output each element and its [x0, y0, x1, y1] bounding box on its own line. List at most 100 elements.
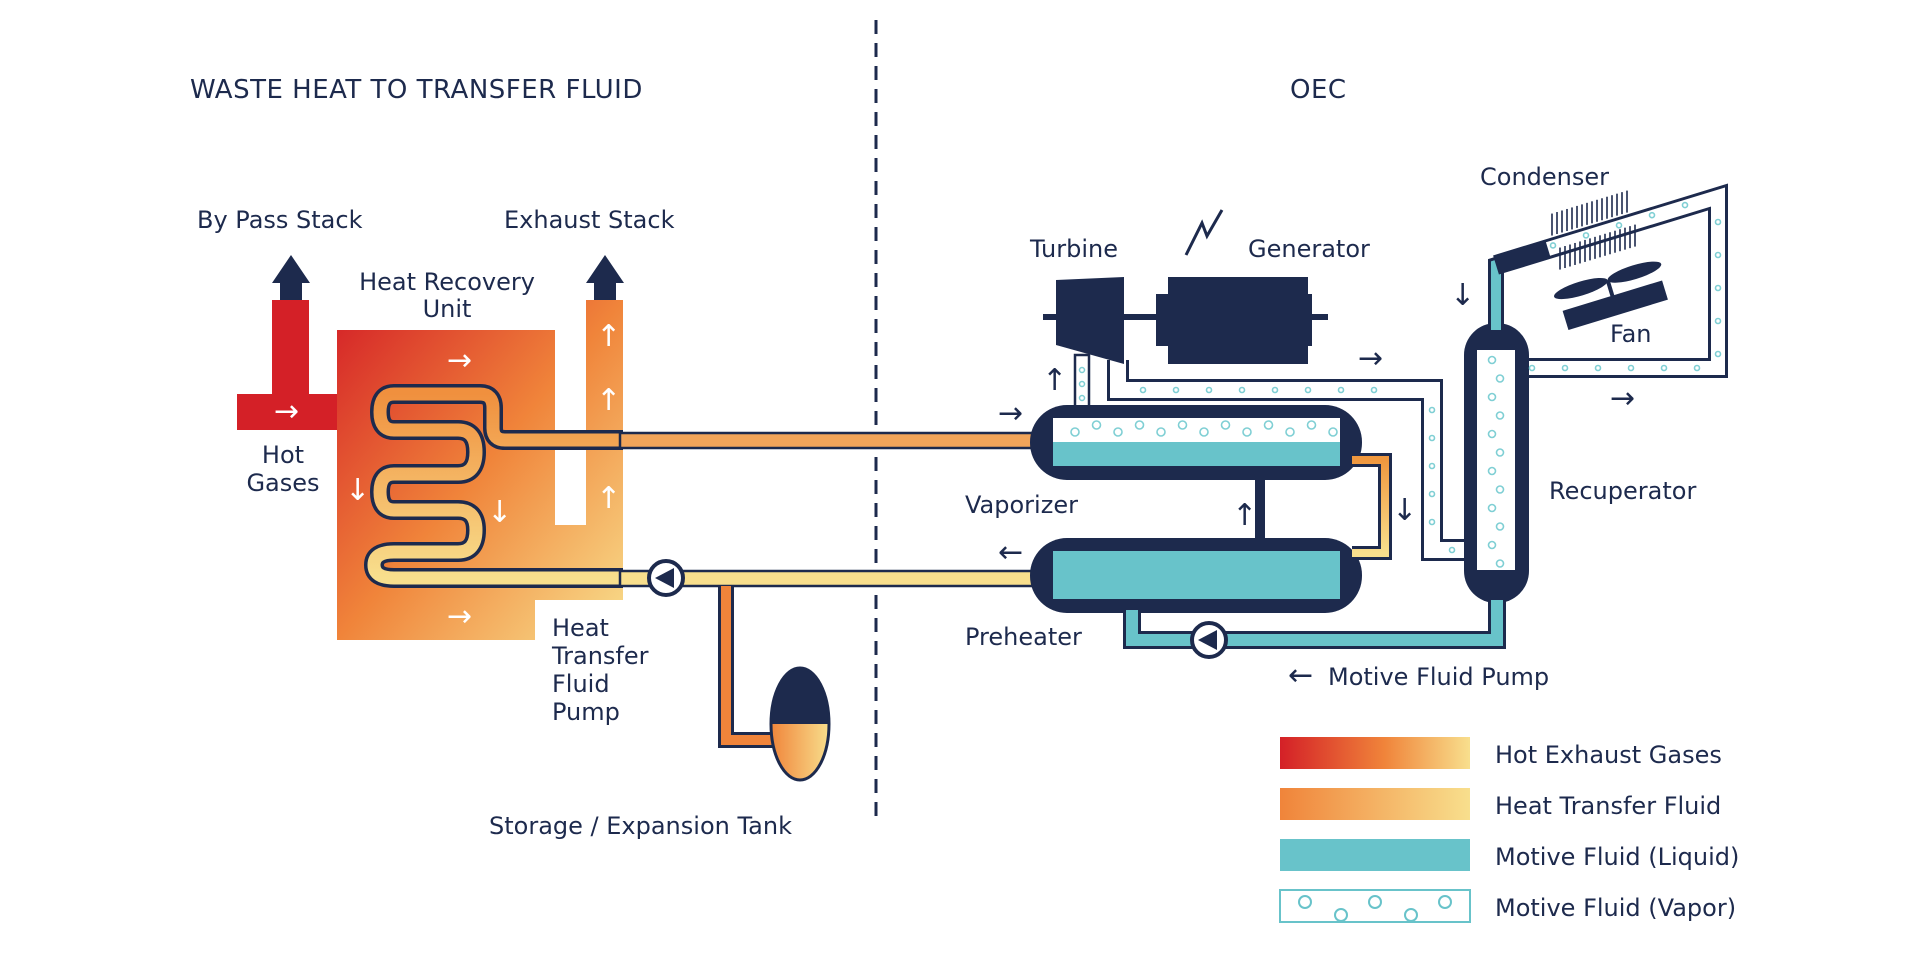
htf-vessel-loop	[1352, 456, 1389, 557]
flow-arrow-up-icon: ↑	[596, 319, 621, 354]
vapor-bubble	[1714, 284, 1722, 292]
vapor-bubble	[1495, 485, 1505, 494]
flow-arrow-right-icon: →	[1610, 381, 1635, 416]
legend-label: Motive Fluid (Vapor)	[1495, 894, 1736, 922]
label-storage-tank: Storage / Expansion Tank	[489, 812, 792, 840]
vapor-line-to-turbine	[1073, 353, 1091, 417]
flow-arrow-down-icon: ↓	[1392, 493, 1417, 528]
label-generator: Generator	[1248, 235, 1370, 263]
electricity-icon	[1184, 209, 1224, 256]
htf-pump-icon[interactable]	[647, 559, 685, 597]
vapor-bubble	[1134, 420, 1145, 430]
vapor-bubbles	[1487, 355, 1505, 568]
fan-icon	[1554, 261, 1668, 330]
flow-arrow-up-icon: ↑	[596, 481, 621, 516]
vapor-bubble	[1328, 427, 1338, 437]
flow-arrow-right-icon: →	[1358, 341, 1383, 376]
label-htf-pump: Fluid	[552, 670, 610, 698]
vapor-bubble	[1714, 218, 1722, 226]
flow-arrow-up-icon: ↑	[1042, 363, 1067, 398]
vapor-bubble	[1495, 374, 1505, 383]
label-heat-recovery-unit: Heat Recovery	[359, 268, 535, 296]
vapor-bubble	[1428, 490, 1436, 498]
vapor-bubble	[1285, 427, 1295, 437]
label-preheater: Preheater	[965, 623, 1082, 651]
vapor-bubbles	[1139, 386, 1456, 554]
vapor-bubbles	[1528, 201, 1722, 372]
label-motive-fluid-pump: Motive Fluid Pump	[1328, 663, 1549, 691]
legend-swatch-htf	[1280, 788, 1470, 820]
flow-arrow-right-icon: →	[447, 343, 472, 378]
flow-arrow-left-icon: ←	[998, 535, 1023, 570]
legend: Hot Exhaust Gases Heat Transfer Fluid Mo…	[1279, 737, 1739, 923]
vapor-bubble	[1238, 386, 1246, 394]
condenser-fins	[1551, 190, 1636, 270]
vapor-bubble	[1271, 386, 1279, 394]
motive-liquid-line	[1126, 600, 1503, 646]
bypass-stack-arrow-icon	[272, 255, 310, 300]
vapor-bubble	[1495, 411, 1505, 420]
vapor-bubble	[1428, 434, 1436, 442]
flow-arrow-down-icon: ↓	[1450, 278, 1475, 313]
flow-arrow-right-icon: →	[447, 599, 472, 634]
vapor-bubble	[1306, 420, 1317, 430]
header-waste-heat: WASTE HEAT TO TRANSFER FLUID	[190, 75, 643, 105]
label-hot-gases: Gases	[246, 469, 319, 497]
flow-arrow-up-icon: ↑	[596, 383, 621, 418]
flow-arrow-down-icon: ↓	[345, 473, 370, 508]
vapor-bubble	[1487, 392, 1497, 402]
vapor-bubble	[1113, 427, 1123, 437]
motive-fluid-pump-icon[interactable]	[1190, 621, 1228, 659]
vapor-bubble	[1172, 386, 1180, 394]
vapor-bubbles	[1070, 420, 1338, 437]
vapor-bubble	[1681, 201, 1689, 209]
htf-supply-pipe	[618, 431, 1037, 450]
vapor-bubble	[1139, 386, 1147, 394]
vapor-bubble	[1627, 364, 1635, 372]
vapor-bubble	[1495, 522, 1505, 531]
vapor-line-turbine-to-recuperator	[1110, 360, 1470, 558]
generator	[1156, 277, 1328, 364]
vapor-bubble	[1714, 251, 1722, 259]
legend-swatch-liquid	[1280, 839, 1470, 871]
vapor-bubble	[1495, 559, 1505, 568]
vapor-bubble	[1714, 350, 1722, 358]
vapor-bubble	[1561, 364, 1569, 372]
vapor-bubble	[1199, 427, 1209, 437]
label-turbine: Turbine	[1029, 235, 1118, 263]
vapor-bubble	[1582, 232, 1590, 239]
label-condenser: Condenser	[1480, 163, 1609, 191]
vapor-bubble	[1487, 466, 1497, 476]
legend-item: Heat Transfer Fluid	[1280, 788, 1721, 820]
label-exhaust-stack: Exhaust Stack	[504, 206, 675, 234]
vapor-bubble	[1495, 448, 1505, 457]
vapor-bubble	[1549, 242, 1557, 249]
exhaust-stack-arrow-icon	[586, 255, 624, 300]
condenser-loop	[1529, 187, 1725, 375]
legend-swatch-hot-exhaust	[1280, 737, 1470, 769]
storage-expansion-tank	[769, 666, 831, 782]
flow-arrow-down-icon: ↓	[487, 495, 512, 530]
vapor-bubble	[1070, 427, 1080, 437]
legend-item: Motive Fluid (Vapor)	[1279, 889, 1736, 923]
vapor-bubble	[1594, 364, 1602, 372]
vapor-bubble	[1487, 540, 1497, 550]
vapor-bubble	[1528, 364, 1536, 372]
label-recuperator: Recuperator	[1549, 477, 1696, 505]
header-oec: OEC	[1290, 75, 1347, 105]
vapor-bubble	[1220, 420, 1231, 430]
label-htf-pump: Transfer	[551, 642, 649, 670]
flow-arrow-right-icon: →	[274, 394, 299, 429]
vapor-bubble	[1428, 518, 1436, 526]
label-bypass-stack: By Pass Stack	[197, 206, 363, 234]
label-heat-recovery-unit: Unit	[423, 295, 472, 323]
vapor-bubble	[1693, 364, 1701, 372]
label-vaporizer: Vaporizer	[965, 491, 1078, 519]
vaporizer	[1030, 405, 1362, 480]
vapor-bubble	[1487, 429, 1497, 439]
vapor-bubble	[1487, 503, 1497, 513]
recuperator	[1464, 323, 1529, 603]
heat-transfer-coil	[364, 384, 623, 588]
label-fan: Fan	[1610, 320, 1652, 348]
